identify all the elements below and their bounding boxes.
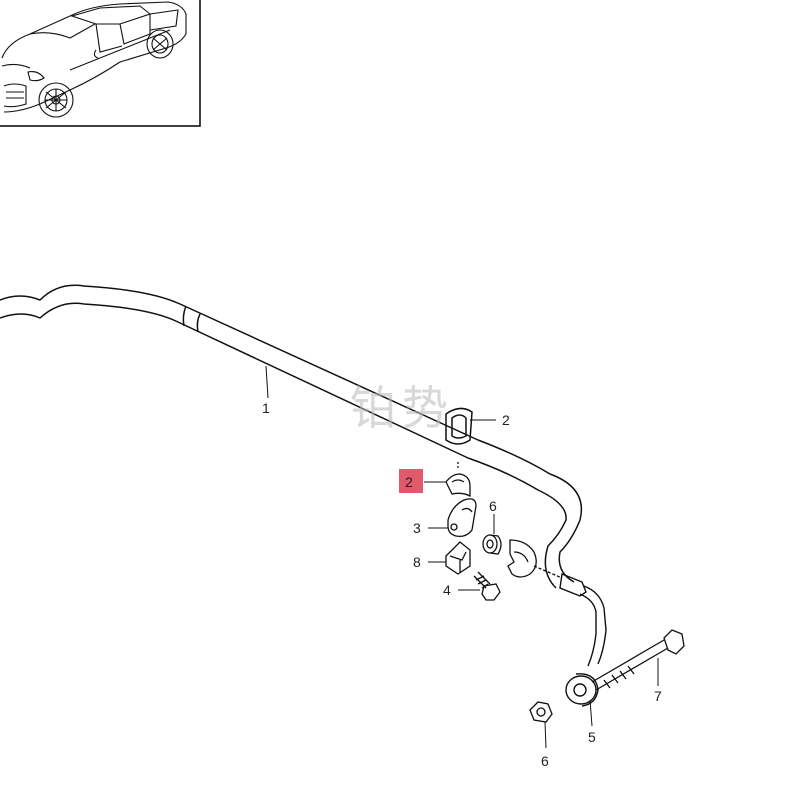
bush-part [445, 462, 471, 498]
coupling-rod [533, 565, 607, 707]
leader-lines [265, 365, 659, 749]
bolt-part [473, 571, 501, 601]
callout-8: 8 [413, 554, 421, 570]
washer-part [482, 534, 502, 555]
stabilizer-bar [0, 284, 583, 589]
callout-2-top: 2 [502, 412, 510, 428]
clip-part [445, 541, 471, 575]
link-bush-part [507, 539, 537, 578]
callout-5: 5 [588, 729, 596, 745]
callout-7: 7 [654, 688, 662, 704]
highlight-box [399, 469, 423, 493]
bracket-part [447, 498, 477, 538]
car-icon [1, 1, 187, 118]
long-bolt-part [591, 629, 685, 691]
callout-2-highlight[interactable]: 2 [405, 474, 413, 490]
watermark: 铂势 [350, 381, 454, 435]
callout-4: 4 [443, 582, 451, 598]
callout-1: 1 [262, 400, 270, 416]
callout-3: 3 [413, 520, 421, 536]
vehicle-inset [0, 0, 201, 127]
callout-6-washer: 6 [489, 498, 497, 514]
callout-6-nut: 6 [541, 753, 549, 769]
nut-part [529, 701, 553, 723]
